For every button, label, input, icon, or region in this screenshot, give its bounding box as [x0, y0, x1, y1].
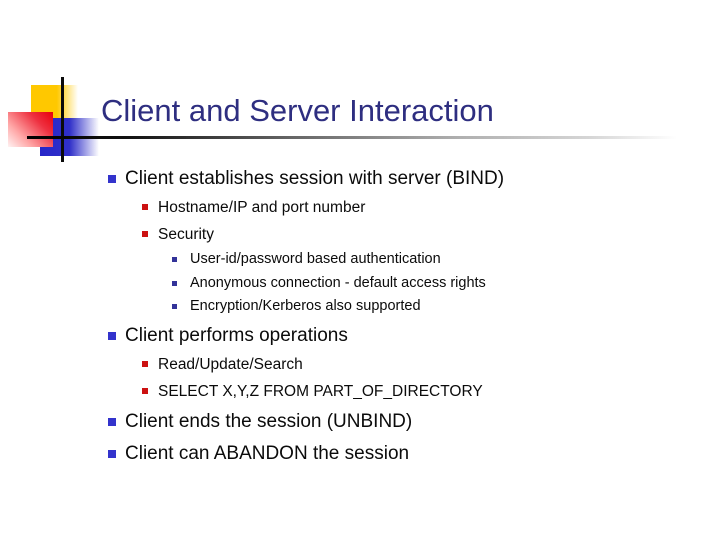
- bullet-item: Security: [108, 221, 704, 248]
- bullet-text: Client ends the session (UNBIND): [125, 410, 413, 432]
- bullet-text: User-id/password based authentication: [190, 251, 441, 267]
- bullet-square-icon: [142, 231, 148, 237]
- bullet-item: User-id/password based authentication: [108, 248, 704, 272]
- bullet-item: Hostname/IP and port number: [108, 194, 704, 221]
- bullet-square-icon: [108, 449, 116, 458]
- bullet-square-icon: [142, 204, 148, 210]
- bullet-text: Anonymous connection - default access ri…: [190, 274, 486, 291]
- title-underline: [27, 136, 690, 139]
- bullet-square-icon: [108, 417, 116, 426]
- bullet-item: Client performs operations: [108, 321, 704, 351]
- bullet-square-icon: [172, 257, 177, 262]
- decoration-vertical-line: [61, 77, 64, 162]
- bullet-list: Client establishes session with server (…: [108, 162, 704, 469]
- bullet-item: Client establishes session with server (…: [108, 164, 704, 194]
- bullet-square-icon: [108, 331, 116, 340]
- decoration-red-square: [8, 112, 53, 147]
- bullet-text: Hostname/IP and port number: [158, 199, 366, 216]
- bullet-text: Encryption/Kerberos also supported: [190, 298, 421, 314]
- slide-title: Client and Server Interaction: [101, 93, 494, 128]
- bullet-text: SELECT X,Y,Z FROM PART_OF_DIRECTORY: [158, 382, 483, 400]
- bullet-item: Encryption/Kerberos also supported: [108, 295, 704, 319]
- bullet-item: Read/Update/Search: [108, 351, 704, 378]
- bullet-text: Read/Update/Search: [158, 355, 303, 373]
- bullet-item: Anonymous connection - default access ri…: [108, 272, 704, 296]
- bullet-item: SELECT X,Y,Z FROM PART_OF_DIRECTORY: [108, 378, 704, 405]
- bullet-text: Client can ABANDON the session: [125, 442, 410, 464]
- bullet-item: Client ends the session (UNBIND): [108, 407, 704, 437]
- bullet-square-icon: [108, 175, 116, 183]
- bullet-square-icon: [142, 360, 148, 367]
- bullet-square-icon: [172, 304, 177, 309]
- bullet-item: Client can ABANDON the session: [108, 439, 704, 469]
- bullet-text: Security: [158, 226, 214, 243]
- bullet-text: Client performs operations: [125, 324, 348, 346]
- bullet-text: Client establishes session with server (…: [125, 168, 505, 189]
- bullet-square-icon: [172, 280, 177, 286]
- bullet-square-icon: [142, 387, 148, 394]
